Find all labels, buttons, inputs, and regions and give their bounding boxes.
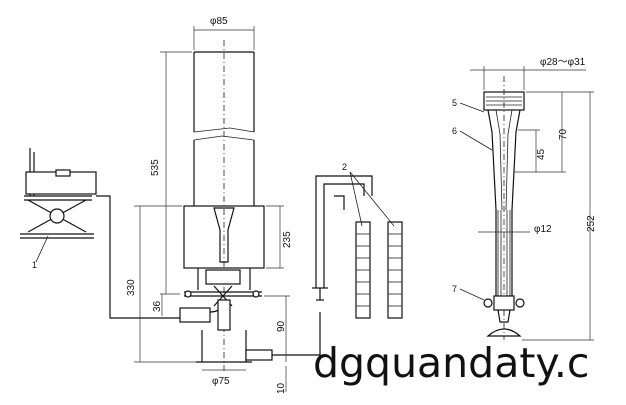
dim-330: 330 — [126, 279, 137, 296]
label-5: 5 — [452, 98, 457, 108]
probe-dimensions: φ28～φ31 70 45 252 φ12 — [470, 57, 597, 341]
tall-column — [179, 40, 321, 372]
center-dimensions: φ85 535 235 330 36 90 10 φ75 — [126, 16, 293, 394]
dim-235: 235 — [282, 231, 293, 248]
label-2: 2 — [342, 162, 347, 172]
watermark-text: dgquandaty.c — [313, 339, 589, 387]
dim-probe-diameter: φ28～φ31 — [540, 57, 586, 68]
coil-column-left — [355, 221, 371, 319]
part-labels: 1 2 5 6 7 — [32, 98, 493, 301]
dim-probe-45: 45 — [536, 148, 547, 160]
dim-probe-70: 70 — [558, 128, 569, 140]
coil-heater — [312, 171, 403, 319]
dim-top-diameter: φ85 — [210, 16, 228, 27]
probe-tubes — [497, 210, 511, 296]
dim-36: 36 — [152, 300, 163, 312]
dim-probe-252: 252 — [586, 215, 597, 232]
probe-assembly — [483, 76, 525, 340]
label-6: 6 — [452, 126, 457, 136]
dim-535: 535 — [150, 159, 161, 176]
dim-bottom-diameter: φ75 — [212, 376, 230, 387]
label-7: 7 — [452, 284, 457, 294]
label-1: 1 — [32, 260, 37, 270]
dim-90: 90 — [276, 320, 287, 332]
dim-probe-inner: φ12 — [534, 224, 552, 235]
coil-column-right — [387, 221, 403, 319]
lab-jack — [20, 148, 180, 319]
dim-10: 10 — [276, 382, 287, 394]
